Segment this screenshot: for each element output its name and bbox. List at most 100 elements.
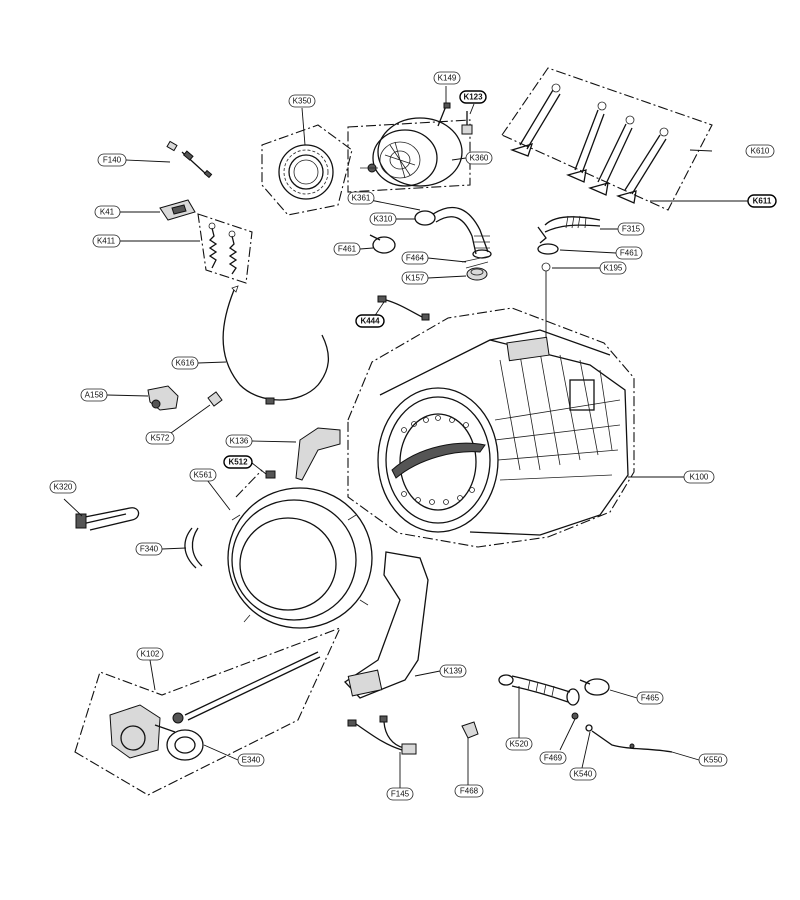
label-f461-left: F461 [333,242,361,256]
svg-text:A158: A158 [85,391,104,400]
svg-text:K444: K444 [360,317,380,326]
pin-part [166,140,213,179]
tub-assembly-part [377,329,629,536]
clip-part [159,199,196,221]
bracket-parts [295,427,429,699]
label-k610: K610 [745,144,775,158]
svg-text:F468: F468 [460,787,479,796]
svg-text:K616: K616 [176,359,195,368]
label-k361: K361 [347,191,375,205]
sensor-parts [559,712,673,753]
label-k41: K41 [94,205,121,219]
label-f140: F140 [97,153,127,167]
svg-text:F465: F465 [641,694,660,703]
stator-ring-part [278,144,334,200]
svg-text:K100: K100 [690,473,709,482]
svg-text:K350: K350 [293,97,312,106]
svg-text:K123: K123 [463,93,483,102]
svg-text:E340: E340 [242,756,261,765]
harness-part [222,285,329,405]
front-ring-part [227,487,373,629]
svg-text:K41: K41 [100,208,115,217]
part-labels: K149 K123 K350 K360 K361 K610 K611 F140 … [49,71,777,801]
label-f145: F145 [386,787,414,801]
plug-part [207,391,223,407]
svg-text:K136: K136 [230,437,249,446]
svg-text:K361: K361 [352,194,371,203]
k610-group-outline [501,67,713,211]
svg-text:K310: K310 [374,215,393,224]
sensor-wire-part [377,295,430,321]
label-k561: K561 [189,468,217,482]
screw-parts [437,102,473,135]
label-k195: K195 [599,261,627,275]
label-a158: A158 [80,388,108,402]
label-k611: K611 [747,194,777,208]
svg-text:K149: K149 [438,74,457,83]
svg-text:K360: K360 [470,154,489,163]
svg-text:K611: K611 [753,197,772,206]
label-k444: K444 [355,314,385,328]
label-k550: K550 [698,753,728,767]
pump-part [109,651,321,761]
label-k102: K102 [136,647,164,661]
heater-part [75,507,140,531]
svg-text:K411: K411 [97,237,116,246]
label-k123: K123 [459,90,487,104]
label-k139: K139 [439,664,467,678]
label-k360: K360 [465,151,493,165]
valve-part [147,385,179,411]
svg-text:F315: F315 [622,225,641,234]
label-f461-right: F461 [615,246,643,260]
group-outlines [74,67,713,796]
k102-group-outline [74,627,342,796]
label-k310: K310 [369,212,397,226]
leader-lines [63,86,748,788]
k411-group-outline [197,213,253,284]
shock-absorbers-part [509,83,669,204]
small-clip-part [265,470,276,479]
svg-text:K102: K102 [141,650,160,659]
svg-text:K320: K320 [54,483,73,492]
svg-text:K572: K572 [151,434,170,443]
svg-text:K540: K540 [574,770,593,779]
k360-group-outline [347,119,471,193]
label-k540: K540 [569,767,597,781]
drain-hose-part [498,674,610,706]
svg-text:K139: K139 [444,667,463,676]
springs-part [208,222,238,275]
hose-part [414,206,492,259]
label-f469: F469 [539,751,567,765]
k100-group-outline [347,307,635,548]
svg-text:K157: K157 [406,274,425,283]
svg-text:F145: F145 [391,790,410,799]
label-k149: K149 [433,71,461,85]
svg-text:K561: K561 [194,471,213,480]
hose-part-right [537,215,601,345]
motor-part [360,117,463,187]
svg-text:F340: F340 [140,545,159,554]
svg-text:F461: F461 [338,245,357,254]
label-k320: K320 [49,480,77,494]
label-f465: F465 [636,691,664,705]
svg-text:K610: K610 [751,147,770,156]
bellow-parts [461,255,491,281]
label-k136: K136 [225,434,253,448]
wire-parts [347,715,479,755]
k561-connector [235,469,263,498]
label-k572: K572 [145,431,175,445]
clamp-part-left [369,234,396,254]
label-k411: K411 [92,234,121,248]
label-k350: K350 [288,94,316,108]
label-f468: F468 [454,784,484,798]
svg-text:K195: K195 [604,264,623,273]
svg-text:K520: K520 [510,740,529,749]
label-k100: K100 [683,470,715,484]
k350-group-outline [261,124,353,216]
label-k512: K512 [223,455,253,469]
label-f340: F340 [135,542,163,556]
svg-text:F469: F469 [544,754,563,763]
svg-text:F464: F464 [406,254,425,263]
svg-text:K512: K512 [228,458,248,467]
